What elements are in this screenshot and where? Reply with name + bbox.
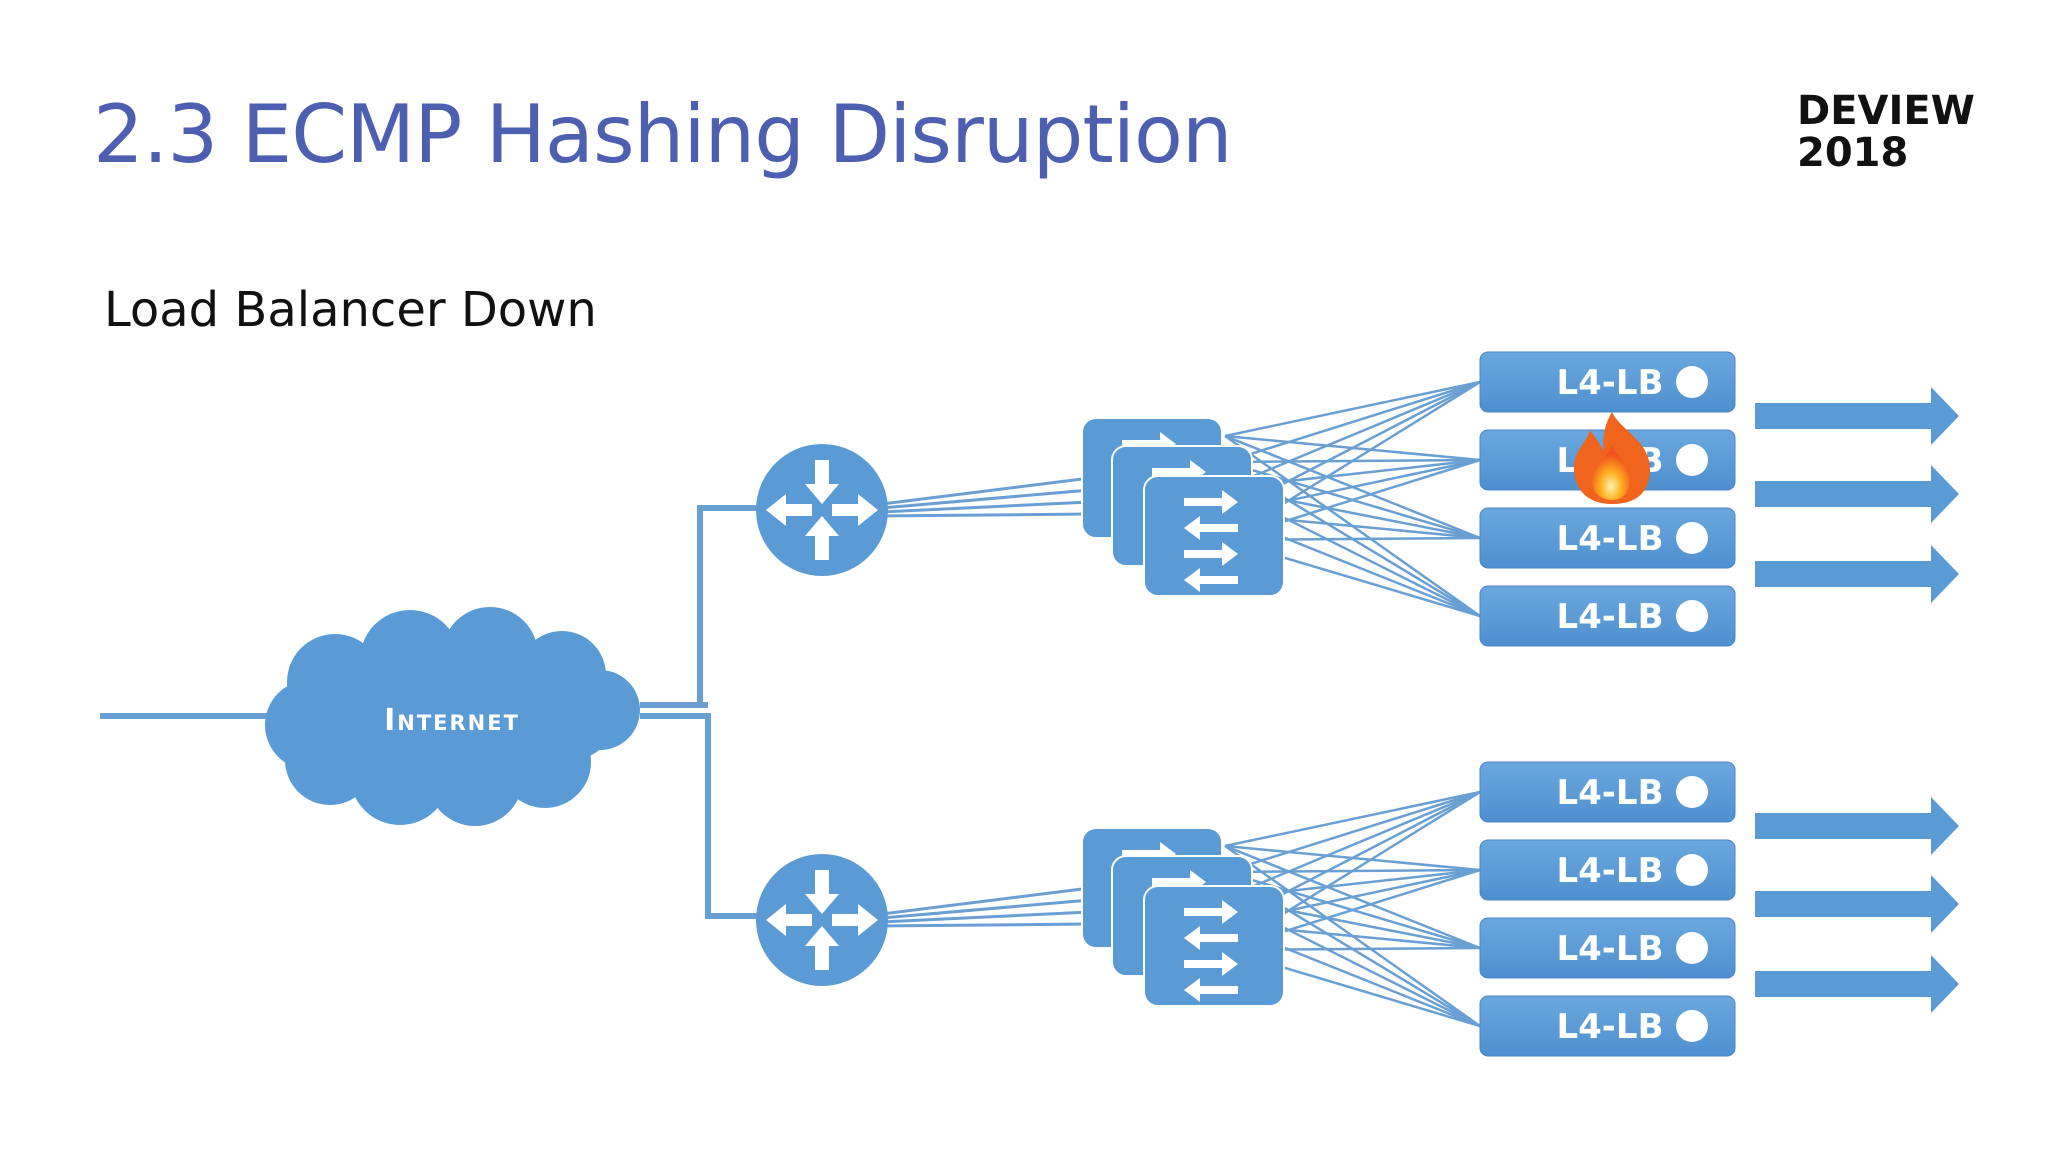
right-arrow-icon	[1755, 955, 1959, 1013]
router-switch-link	[881, 886, 1091, 916]
router-icon	[756, 444, 888, 576]
switch-lb-link	[1224, 790, 1481, 874]
brand-logo: DEVIEW 2018	[1797, 90, 1987, 174]
slide-subtitle: Load Balancer Down	[104, 282, 597, 338]
status-indicator	[1676, 854, 1708, 886]
load-balancer: L4-LB	[1479, 351, 1736, 413]
switch-lb-link	[1224, 790, 1481, 900]
status-indicator	[1676, 522, 1708, 554]
router-switch-link	[881, 512, 1091, 518]
router-icon	[756, 854, 888, 986]
load-balancer-label: L4-LB	[1556, 1007, 1663, 1047]
status-indicator	[1676, 932, 1708, 964]
router-switch-link	[881, 922, 1091, 928]
router-switch-link	[881, 500, 1091, 514]
load-balancer: L4-LB	[1479, 995, 1736, 1057]
fire-icon	[1574, 412, 1651, 504]
right-arrow-icon	[1755, 387, 1959, 445]
switch-stack-icon	[1143, 475, 1285, 597]
slide-title: 2.3 ECMP Hashing Disruption	[93, 88, 1233, 181]
internet-uplinks	[100, 505, 770, 919]
status-indicator	[1676, 776, 1708, 808]
router-switch-link	[881, 488, 1091, 510]
right-arrow-icon	[1755, 545, 1959, 603]
router-switch-link	[881, 476, 1091, 506]
load-balancer: L4-LB	[1479, 917, 1736, 979]
right-arrow-icon	[1755, 465, 1959, 523]
load-balancer: L4-LB	[1479, 761, 1736, 823]
load-balancer: L4-LB	[1479, 839, 1736, 901]
status-indicator	[1676, 1010, 1708, 1042]
switch-lb-link	[1224, 380, 1481, 464]
load-balancer-label: L4-LB	[1556, 597, 1663, 637]
load-balancer: L4-LB	[1479, 507, 1736, 569]
status-indicator	[1676, 600, 1708, 632]
switch-lb-link	[1224, 380, 1481, 490]
right-arrow-icon	[1755, 875, 1959, 933]
switch-stack-icon	[1143, 885, 1285, 1007]
router-switch-link	[881, 898, 1091, 920]
load-balancer: L4-LB	[1479, 585, 1736, 647]
switch-lb-link	[1224, 380, 1481, 438]
brand-line-2: 2018	[1797, 130, 1909, 176]
load-balancer-label: L4-LB	[1556, 851, 1663, 891]
right-arrow-icon	[1755, 797, 1959, 855]
load-balancer-label: L4-LB	[1556, 519, 1663, 559]
load-balancer-label: L4-LB	[1556, 363, 1663, 403]
cloud-icon	[265, 607, 640, 826]
load-balancer-label: L4-LB	[1556, 929, 1663, 969]
status-indicator	[1676, 366, 1708, 398]
status-indicator	[1676, 444, 1708, 476]
router-switch-link	[881, 910, 1091, 924]
switch-lb-link	[1224, 790, 1481, 848]
brand-line-1: DEVIEW	[1797, 88, 1975, 134]
load-balancer-label: L4-LB	[1556, 773, 1663, 813]
internet-label: Internet	[384, 703, 520, 738]
